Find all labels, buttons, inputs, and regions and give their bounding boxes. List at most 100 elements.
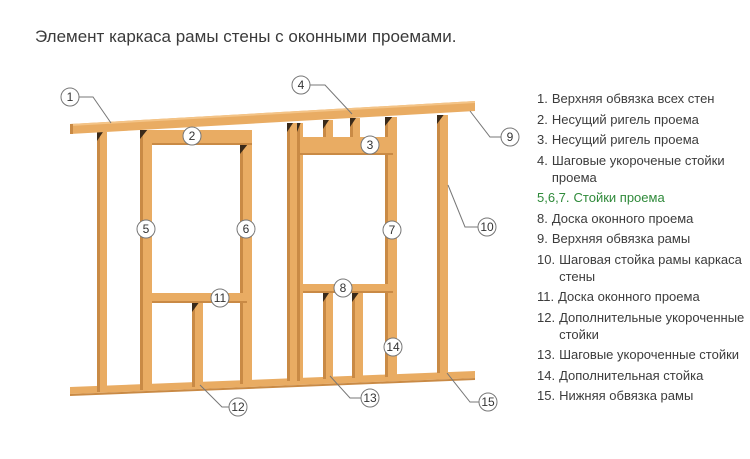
- callout-label: 2: [189, 129, 196, 143]
- callout-5: 5: [136, 219, 156, 239]
- leader-line: [79, 96, 112, 124]
- leader-line: [329, 375, 361, 399]
- legend-text: Несущий ригель проема: [551, 132, 699, 147]
- legend-item: 8.Доска оконного проема: [537, 210, 747, 227]
- header-board-edge: [152, 143, 252, 145]
- callout-label: 1: [67, 90, 74, 104]
- stud-shade: [140, 130, 143, 390]
- leader-line: [199, 384, 229, 408]
- legend-item: 1.Верхняя обвязка всех стен: [537, 90, 747, 107]
- stud-joint: [140, 130, 148, 139]
- legend-num: 12.: [537, 309, 556, 325]
- stud: [192, 303, 203, 387]
- callout-2: 2: [182, 126, 202, 146]
- legend-num: 9.: [537, 231, 548, 246]
- legend-item: 9.Верхняя обвязка рамы: [537, 230, 747, 247]
- stud-shade: [323, 120, 326, 139]
- callout-label: 11: [214, 291, 227, 305]
- callout-13: 13: [329, 375, 380, 408]
- stud: [352, 293, 363, 378]
- callout-circle: [478, 392, 498, 412]
- legend-num: 13.: [537, 347, 556, 362]
- stud-shade: [350, 118, 353, 139]
- callout-circle: [291, 75, 311, 95]
- legend-num: 3.: [537, 132, 548, 147]
- legend-text: Шаговая стойка рамы каркаса стены: [559, 251, 742, 284]
- callout-circle: [136, 219, 156, 239]
- legend-item: 4.Шаговые укороченые стойки проема: [537, 152, 747, 186]
- callout-label: 10: [480, 220, 494, 234]
- legend-text: Шаговые укороченные стойки: [559, 347, 740, 362]
- callout-label: 13: [363, 391, 377, 405]
- callout-15: 15: [446, 372, 498, 412]
- stud-shade: [97, 132, 100, 392]
- legend-num: 10.: [537, 251, 556, 267]
- stud-joint: [240, 145, 248, 154]
- stud-joint: [350, 118, 356, 127]
- legend-item: 3.Несущий ригель проема: [537, 131, 747, 148]
- stud: [287, 123, 297, 381]
- stud-joint: [192, 303, 199, 312]
- bottom-plate: [70, 371, 475, 394]
- leader-line: [447, 184, 478, 228]
- legend-text: Дополнительная стойка: [559, 367, 704, 383]
- legend-text: Дополнительные укороченные стойки: [559, 309, 745, 342]
- header-board: [152, 293, 247, 303]
- callout-label: 14: [386, 340, 400, 354]
- legend-text: Стойки проема: [573, 190, 665, 205]
- legend-text: Верхняя обвязка рамы: [551, 231, 691, 246]
- header-board-edge: [300, 153, 393, 155]
- legend-item: 15.Нижняя обвязка рамы: [537, 387, 747, 404]
- callout-12: 12: [199, 384, 248, 417]
- legend-num: 8.: [537, 210, 548, 226]
- legend-item: 13.Шаговые укороченные стойки: [537, 346, 747, 363]
- stud: [97, 132, 107, 392]
- callout-circle: [500, 127, 520, 147]
- legend-num: 11.: [537, 289, 555, 304]
- legend-text: Доска оконного проема: [558, 289, 700, 304]
- callout-label: 3: [367, 138, 374, 152]
- stud-shade: [297, 123, 300, 381]
- leader-line: [310, 84, 353, 115]
- callout-label: 6: [243, 222, 250, 236]
- callout-circle: [60, 87, 80, 107]
- leader-line: [446, 372, 479, 403]
- legend-num: 1.: [537, 91, 548, 106]
- legend-item: 10.Шаговая стойка рамы каркаса стены: [537, 251, 747, 285]
- legend-text: Шаговые укороченые стойки проема: [551, 152, 725, 185]
- stud-shade: [240, 145, 243, 384]
- stud-joint: [385, 117, 393, 126]
- stud-shade: [287, 123, 290, 381]
- callout-circle: [360, 388, 380, 408]
- stud-shade: [385, 117, 388, 377]
- legend-item: 11.Доска оконного проема: [537, 288, 747, 305]
- callout-8: 8: [333, 278, 353, 298]
- callout-label: 9: [507, 130, 514, 144]
- diagram-title: Элемент каркаса рамы стены с оконными пр…: [35, 27, 457, 46]
- callout-circle: [383, 337, 403, 357]
- legend-num: 2.: [537, 111, 548, 127]
- leader-line: [469, 110, 501, 138]
- top-plate: [70, 101, 475, 134]
- callout-circle: [360, 135, 380, 155]
- stud-joint: [437, 115, 444, 124]
- stud-shade: [323, 293, 326, 379]
- callout-label: 15: [481, 395, 495, 409]
- callout-6: 6: [236, 219, 256, 239]
- callout-circle: [236, 219, 256, 239]
- callout-1: 1: [60, 87, 112, 124]
- legend-text: Верхняя обвязка всех стен: [551, 91, 715, 106]
- legend-item: 12.Дополнительные укороченные стойки: [537, 309, 747, 343]
- callout-7: 7: [382, 220, 402, 240]
- callout-3: 3: [360, 135, 380, 155]
- callout-circle: [228, 397, 248, 417]
- callout-14: 14: [383, 337, 403, 357]
- header-board: [152, 130, 252, 145]
- stud-joint: [323, 293, 329, 302]
- top-plate-end: [70, 124, 73, 134]
- stud-shade: [192, 303, 195, 387]
- stud: [323, 120, 333, 139]
- stud-joint: [323, 120, 329, 129]
- bottom-plate-edge: [70, 378, 475, 396]
